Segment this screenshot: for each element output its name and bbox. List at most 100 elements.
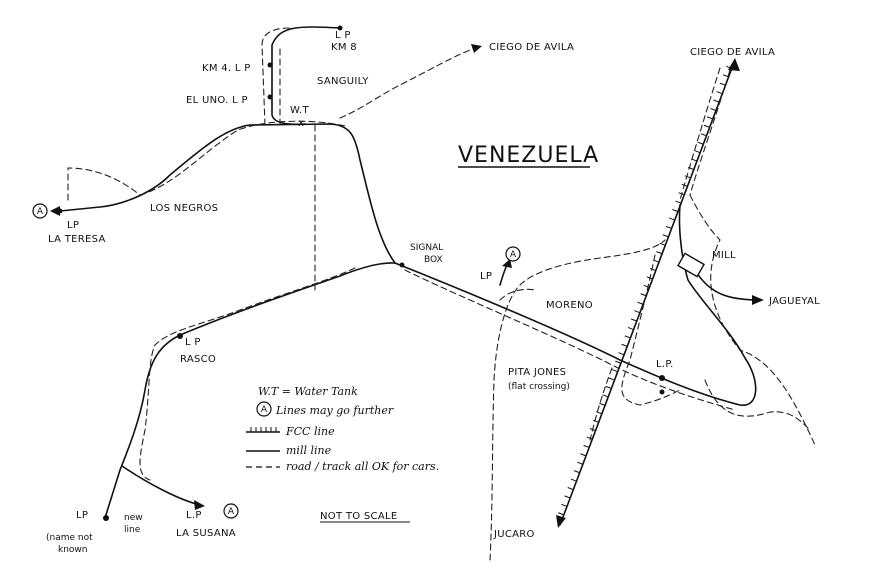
- east-lp-label: L.P.: [656, 359, 674, 370]
- signal-box-point: [399, 262, 405, 268]
- fcc-hatch-tick: [707, 116, 713, 120]
- teresa-lp-label: LP: [67, 220, 79, 231]
- fcc-hatch-tick: [640, 293, 647, 297]
- sanguily-label: SANGUILY: [317, 76, 369, 87]
- svg-text:A: A: [37, 207, 44, 217]
- legend-wt: W.T = Water Tank: [258, 385, 358, 398]
- el-uno-point: [267, 94, 273, 100]
- new-line-1: new: [124, 513, 143, 523]
- east-lp-point: [659, 375, 665, 381]
- fcc-hatch-tick: [713, 99, 720, 103]
- fcc-hatch-tick: [672, 209, 679, 213]
- map-title: VENEZUELA: [458, 143, 599, 168]
- circle-a-moreno: A: [505, 246, 521, 262]
- fcc-hatch-tick: [586, 436, 593, 440]
- fcc-hatch-tick: [656, 251, 663, 255]
- mill-building: [677, 252, 705, 278]
- fcc-hatch-tick: [567, 487, 574, 491]
- loading-points: [57, 25, 665, 521]
- fcc-hatch-tick: [643, 284, 650, 288]
- la-teresa-label: LA TERESA: [48, 234, 106, 245]
- teresa-arrow: [50, 206, 60, 216]
- km8-label: KM 8: [331, 42, 357, 53]
- fcc-hatch-tick: [599, 402, 606, 406]
- legend-road: road / track all OK for cars.: [286, 460, 439, 473]
- rasco-lp-label: L P: [185, 337, 201, 348]
- legend-fcc: FCC line: [285, 425, 335, 438]
- susana-arrow: [194, 500, 205, 510]
- circle-a-teresa: A: [32, 203, 48, 219]
- jucaro-label: JUCARO: [493, 529, 535, 540]
- mill-label: MILL: [712, 250, 736, 261]
- not-to-scale-label: NOT TO SCALE: [320, 511, 397, 522]
- los-negros-label: LOS NEGROS: [150, 203, 218, 214]
- km8-point: [337, 25, 343, 31]
- ciego-road-arrow: [471, 44, 482, 53]
- circle-a-legend: A: [256, 401, 272, 417]
- wt-label: W.T: [290, 105, 310, 116]
- fcc-hatch-tick: [592, 419, 599, 423]
- legend: W.T = Water Tank Lines may go further FC…: [246, 385, 439, 473]
- fcc-line: [556, 58, 740, 528]
- moreno-label: MORENO: [546, 300, 593, 311]
- box-label: BOX: [424, 255, 443, 265]
- teresa-point: [57, 208, 63, 214]
- unknown-lp-point: [103, 515, 109, 521]
- fcc-hatch-tick: [577, 461, 584, 465]
- legend-mill: mill line: [286, 444, 332, 457]
- legend-lines-further: Lines may go further: [275, 404, 394, 417]
- fcc-hatch-tick: [649, 267, 656, 272]
- signal-label: SIGNAL: [410, 243, 443, 253]
- svg-text:A: A: [228, 507, 235, 517]
- la-susana-label: LA SUSANA: [176, 528, 236, 539]
- jagueyal-arrow: [752, 295, 764, 305]
- fcc-hatch-tick: [703, 124, 710, 128]
- fcc-hatch-tick: [615, 360, 622, 364]
- fcc-hatch-tick: [675, 200, 682, 204]
- fcc-hatch-tick: [684, 175, 691, 179]
- fcc-hatch-tick: [700, 133, 707, 137]
- fcc-hatch-tick: [710, 107, 717, 112]
- jagueyal-label: JAGUEYAL: [768, 296, 820, 307]
- km8-lp-label: L P: [335, 30, 351, 41]
- fcc-hatch-tick: [722, 74, 729, 78]
- svg-text:A: A: [261, 405, 268, 415]
- fcc-hatch-tick: [570, 478, 577, 482]
- east-lp-point-2: [659, 389, 665, 395]
- fcc-hatch-tick: [637, 301, 644, 305]
- flat-crossing-label: (flat crossing): [508, 382, 570, 392]
- el-uno-label: EL UNO. L P: [186, 95, 248, 106]
- fcc-hatch-tick: [697, 141, 704, 145]
- ciego-right-label: CIEGO DE AVILA: [690, 47, 775, 58]
- fcc-hatch-tick: [665, 225, 672, 229]
- fcc-hatch-tick: [716, 91, 723, 95]
- fcc-hatch-tick: [611, 369, 618, 373]
- new-line-2: line: [124, 525, 141, 535]
- km4-label: KM 4. L P: [202, 63, 251, 74]
- fcc-hatch-tick: [583, 444, 590, 448]
- fcc-hatch-tick: [627, 326, 634, 331]
- name-not-known-1: (name not: [46, 533, 93, 543]
- rasco-label: RASCO: [180, 354, 216, 365]
- fcc-hatch-tick: [634, 310, 641, 314]
- unknown-lp-label: LP: [76, 510, 88, 521]
- roads: [67, 27, 816, 561]
- fcc-hatch-tick: [618, 352, 625, 356]
- ciego-top-label: CIEGO DE AVILA: [489, 42, 574, 53]
- fcc-hatch-tick: [602, 394, 609, 398]
- fcc-hatch-tick: [719, 82, 726, 86]
- fcc-hatch-tick: [605, 385, 612, 389]
- fcc-hatch-tick: [662, 234, 669, 238]
- fcc-hatch-tick: [561, 503, 568, 507]
- fcc-hatch-tick: [621, 343, 628, 347]
- moreno-arrow: [502, 259, 512, 268]
- fcc-hatch-tick: [668, 217, 675, 221]
- circle-a-susana: A: [223, 503, 239, 519]
- fcc-hatch-tick: [659, 242, 666, 246]
- km4-point: [267, 62, 273, 68]
- fcc-arrow-north: [728, 58, 740, 71]
- rasco-point: [177, 333, 183, 339]
- fcc-hatch-tick: [573, 470, 580, 474]
- fcc-hatch-tick: [564, 495, 571, 499]
